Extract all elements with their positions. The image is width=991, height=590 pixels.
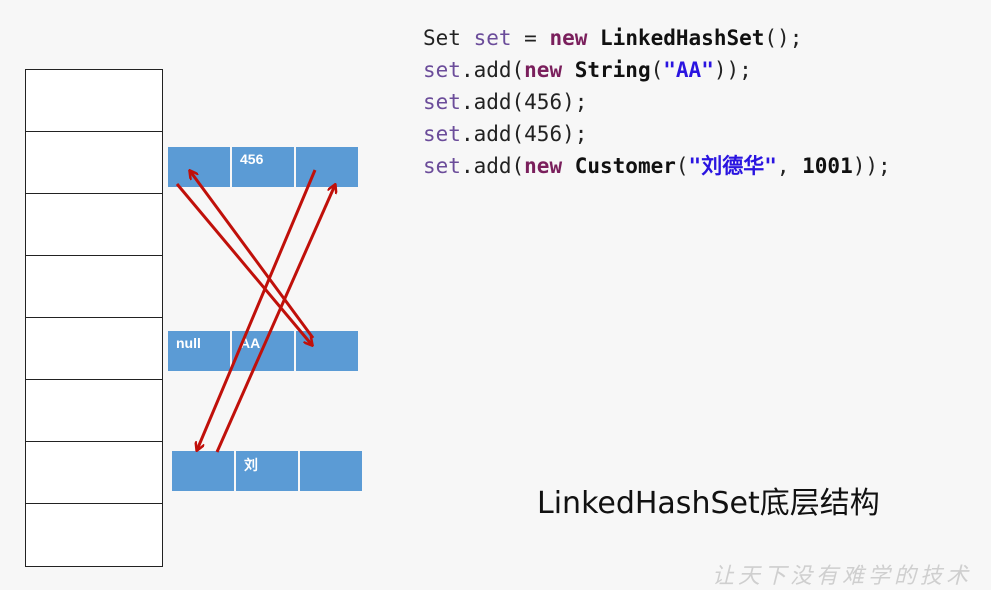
code-token: )); [713, 58, 752, 82]
array-slot [26, 256, 162, 318]
code-token: set [423, 154, 461, 178]
watermark: 让天下没有难学的技术 [712, 564, 973, 589]
linked-node-aa: null AA [168, 331, 358, 371]
linked-node-liu: 刘 [172, 451, 362, 491]
code-token: new [524, 58, 563, 82]
node-after-pointer [296, 147, 358, 187]
array-slot [26, 132, 162, 194]
code-line: Set set = new LinkedHashSet(); [423, 22, 891, 54]
arrow-aa-to-456 [190, 171, 315, 339]
code-token: = [511, 26, 550, 50]
node-before-pointer [168, 147, 230, 187]
code-token: (); [764, 26, 803, 50]
node-before-pointer: null [168, 331, 230, 371]
hash-table-array [25, 69, 163, 567]
array-slot [26, 70, 162, 132]
code-token: .add( [460, 58, 525, 82]
arrow-liu-to-aa [215, 185, 335, 453]
code-token: ( [675, 154, 689, 178]
code-token: Customer [562, 154, 676, 178]
code-token: 1001 [802, 154, 853, 178]
code-snippet: Set set = new LinkedHashSet();set.add(ne… [423, 22, 891, 182]
code-token: set [423, 58, 461, 82]
code-line: set.add(456); [423, 118, 891, 150]
node-after-pointer [300, 451, 362, 491]
code-token: .add(456); [460, 90, 588, 114]
code-token: , [776, 154, 803, 178]
code-token: Set [423, 26, 474, 50]
code-token: )); [852, 154, 891, 178]
array-slot [26, 194, 162, 256]
node-before-pointer [172, 451, 234, 491]
code-token: String [562, 58, 651, 82]
code-token: LinkedHashSet [587, 26, 765, 50]
code-line: set.add(456); [423, 86, 891, 118]
code-line: set.add(new String("AA")); [423, 54, 891, 86]
code-line: set.add(new Customer("刘德华", 1001)); [423, 150, 891, 182]
node-value: 刘 [236, 451, 298, 491]
node-value: 456 [232, 147, 294, 187]
code-token: set [423, 90, 461, 114]
code-token: "刘德华" [688, 154, 777, 178]
code-token: set [423, 122, 461, 146]
arrow-456-to-aa [175, 183, 312, 345]
diagram-caption: LinkedHashSet底层结构 [537, 486, 880, 521]
linked-node-456: 456 [168, 147, 358, 187]
code-token: new [524, 154, 563, 178]
array-slot [26, 380, 162, 442]
code-token: new [549, 26, 588, 50]
code-token: .add( [460, 154, 525, 178]
code-token: .add(456); [460, 122, 588, 146]
array-slot [26, 318, 162, 380]
array-slot [26, 442, 162, 504]
code-token: "AA" [663, 58, 714, 82]
code-token: set [473, 26, 512, 50]
arrow-aa-to-liu [197, 169, 317, 450]
code-token: ( [650, 58, 664, 82]
